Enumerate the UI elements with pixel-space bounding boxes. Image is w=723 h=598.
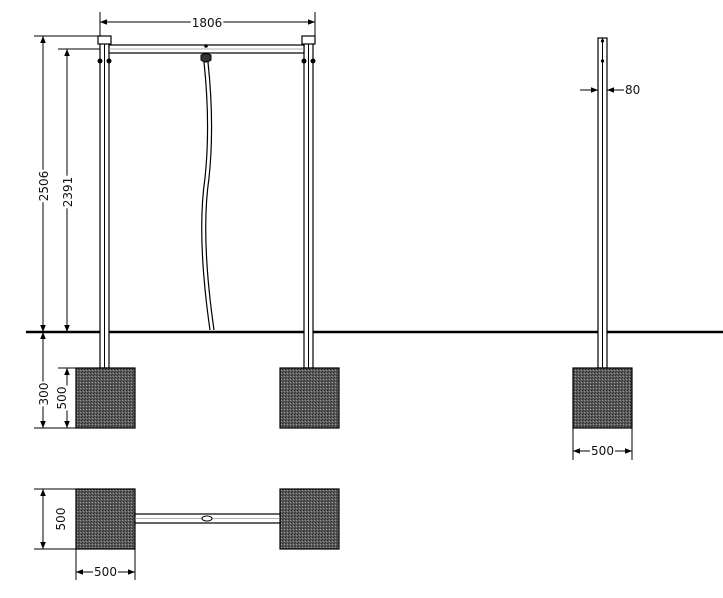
plan-right-footing [279,488,340,550]
dimension-label-background [54,506,68,532]
bolt-icon [600,39,605,43]
dimension-label-background [37,381,51,407]
bolt-icon [301,58,307,64]
bolt-icon [106,58,112,64]
climbing-rope [201,61,211,331]
left-post-cap [97,35,112,45]
width-dimension-label: 1806 [192,16,223,30]
dimension-label-background [37,169,51,203]
post-width-dimension-label: 80 [625,83,640,97]
plan-left-footing [75,488,136,550]
plan-footing-width-dimension-label: 500 [94,565,117,579]
dimension-label-background [61,175,75,209]
right-footing [279,367,340,429]
bolt-icon [310,58,316,64]
dimension-label-background [55,385,69,411]
side-footing-width-dimension-label: 500 [591,444,614,458]
right-post-cap [301,35,316,45]
plan-footing-side-dimension-label: 500 [54,508,68,531]
footing-depth-dimension-label: 300 [37,383,51,406]
plan-view: 500 500 [34,488,340,580]
bolt-icon [97,58,103,64]
dimension-label-background [93,565,118,579]
side-elevation: 80 500 [572,37,642,460]
bolt-icon [600,59,605,63]
rope-clamp-icon [200,53,212,63]
front-elevation: 1806 2506 2391 300 500 [34,12,340,429]
dimension-label-background [590,444,615,458]
total-height-dimension-label: 2506 [37,171,51,202]
plan-hook-icon [201,515,213,522]
left-footing [75,367,136,429]
beam-height-dimension-label: 2391 [61,177,75,208]
hook-point-icon [204,44,208,48]
dimension-label-background [190,16,224,30]
footing-height-dimension-label: 500 [55,387,69,410]
side-footing [572,367,633,429]
dimension-label-background [624,83,642,97]
